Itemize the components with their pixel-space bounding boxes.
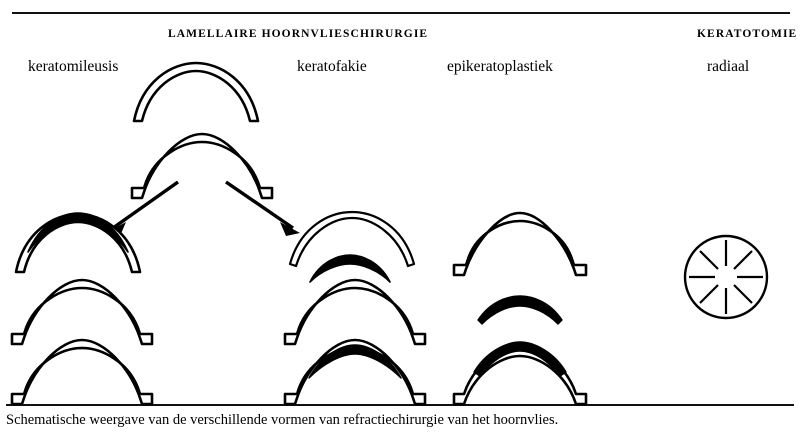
bottom-divider-rule [6,404,794,406]
shape-radial-keratotomy [683,234,769,320]
shape-row4-epikeratoplastiek-graft [477,295,563,325]
column-label-keratofakie: keratofakie [297,58,367,75]
shape-keratofakie-lenticule [309,254,391,283]
column-label-epikeratoplastiek: epikeratoplastiek [447,58,553,75]
top-divider-rule [12,12,790,14]
shape-cornea-top [132,61,260,123]
shape-keratomileusis-lenticule-on-cornea [14,212,142,274]
shape-epikeratoplastiek-bed [452,211,588,277]
column-label-radiaal: radiaal [707,58,750,75]
column-label-keratomileusis: keratomileusis [28,58,119,75]
arrow-right [225,180,300,236]
shape-row4-keratomileusis-bed [10,278,154,346]
shape-row5-keratofakie-result [283,338,427,406]
section-header-lamellar: LAMELLAIRE HOORNVLIESCHIRURGIE [168,28,429,40]
section-header-keratotomy: KERATOTOMIE [697,28,798,40]
shape-row5-epikeratoplastiek-result [452,341,588,406]
shape-row5-keratomileusis-result [10,338,154,406]
shape-cornea-flap-cut [130,132,274,200]
figure-caption: Schematische weergave van de verschillen… [6,412,559,428]
shape-row4-keratofakie-bed [283,278,427,346]
